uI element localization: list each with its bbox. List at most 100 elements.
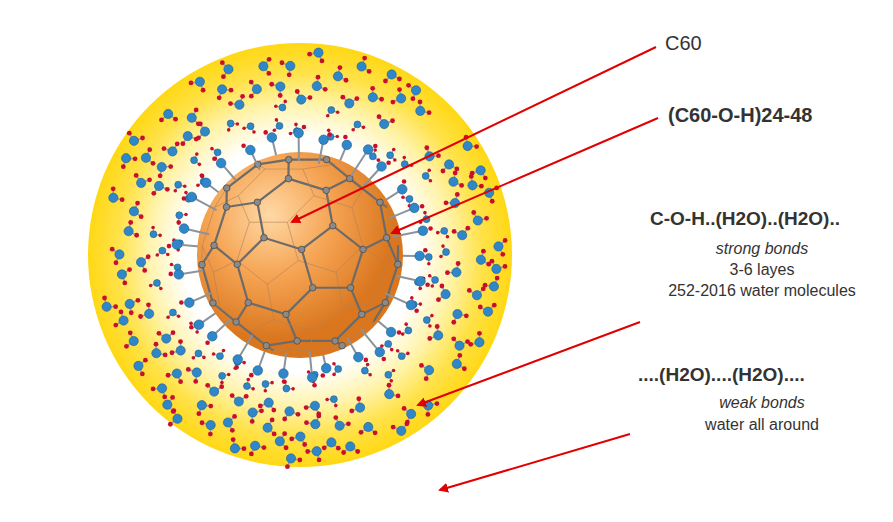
hydrogen-atom <box>382 357 387 362</box>
carbon-atom <box>263 342 270 349</box>
hydrogen-atom <box>316 414 321 419</box>
oxygen-atom <box>296 432 305 441</box>
hydrogen-atom <box>170 395 175 400</box>
oxygen-atom <box>109 193 118 202</box>
cage-bond <box>286 288 313 315</box>
hydrogen-atom <box>404 322 408 326</box>
hydrogen-atom <box>287 72 292 77</box>
hydrogen-atom <box>196 121 201 126</box>
hydrogen-atom <box>157 331 162 336</box>
oxygen-atom <box>398 353 405 360</box>
hydrogen-atom <box>317 457 322 462</box>
oxygen-atom <box>164 109 173 118</box>
hydrogen-atom <box>166 253 170 257</box>
hydrogen-atom <box>471 210 476 215</box>
hydrogen-atom <box>282 431 287 436</box>
oxygen-atom <box>252 85 261 94</box>
oxygen-atom <box>230 444 239 453</box>
oxygen-atom <box>129 336 138 345</box>
oxygen-atom <box>449 177 458 186</box>
carbon-atom <box>285 175 292 182</box>
hydrogen-atom <box>503 264 508 269</box>
carbon-atom <box>377 199 384 206</box>
hydrogen-atom <box>212 352 216 356</box>
hydrogen-atom <box>402 179 407 184</box>
hydrogen-atom <box>219 384 224 389</box>
hydrogen-atom <box>402 406 407 411</box>
hydrogen-atom <box>490 259 495 264</box>
cage-bond <box>226 202 257 207</box>
cage-bond <box>214 245 237 264</box>
hydrogen-atom <box>252 130 256 134</box>
oxygen-atom <box>387 152 394 159</box>
cage-bond <box>202 207 214 245</box>
hydrogen-atom <box>149 284 153 288</box>
oxygen-atom <box>141 153 150 162</box>
carbon-atom <box>199 261 206 268</box>
hydrogen-atom <box>429 179 433 183</box>
hydrogen-atom <box>147 147 152 152</box>
hydrogen-atom <box>201 88 206 93</box>
oxygen-atom <box>415 251 425 261</box>
hydrogen-atom <box>173 189 177 193</box>
hydrogen-atom <box>354 96 359 101</box>
hydrogen-atom <box>336 446 341 451</box>
hydrogen-atom <box>236 122 240 126</box>
hydrogen-atom <box>478 305 483 310</box>
hydrogen-atom <box>163 352 168 357</box>
hydrogen-atom <box>264 389 268 393</box>
oxygen-atom <box>154 181 163 190</box>
oxygen-atom <box>354 121 361 128</box>
oxygen-atom <box>386 327 396 337</box>
leader-line <box>440 434 630 490</box>
oxygen-atom <box>117 270 126 279</box>
hydrogen-atom <box>274 104 278 108</box>
leader-line <box>418 322 640 405</box>
oxygen-atom <box>422 173 429 180</box>
hydrogen-atom <box>341 450 346 455</box>
hydrogen-atom <box>390 348 394 352</box>
oxygen-atom <box>345 99 354 108</box>
hydrogen-atom <box>436 153 441 158</box>
carbon-atom <box>223 185 230 192</box>
oxygen-atom <box>424 366 433 375</box>
hydrogen-atom <box>220 381 224 385</box>
hydrogen-atom <box>430 284 434 288</box>
oxygen-atom <box>489 282 498 291</box>
hydrogen-atom <box>436 297 441 302</box>
hydrogen-atom <box>198 163 202 167</box>
hydrogen-atom <box>151 191 156 196</box>
cage-bond <box>362 303 386 315</box>
cage-bond <box>237 238 264 265</box>
hydrogen-atom <box>484 216 489 221</box>
carbon-atom <box>211 242 218 249</box>
hydrogen-atom <box>134 233 139 238</box>
cage-bond <box>303 164 334 169</box>
oxygen-atom <box>385 390 394 399</box>
hydrogen-atom <box>135 201 140 206</box>
oxygen-atom <box>247 123 254 130</box>
oxygen-atom <box>357 62 366 71</box>
hydrogen-atom <box>316 75 321 80</box>
hydrogen-atom <box>275 118 279 122</box>
hydrogen-atom <box>168 164 173 169</box>
oxygen-atom <box>335 366 342 373</box>
oxygen-atom <box>444 160 453 169</box>
hydrogen-atom <box>285 464 290 469</box>
hydrogen-atom <box>343 135 348 140</box>
cage-bond <box>364 188 387 207</box>
hydrogen-atom <box>200 174 205 179</box>
cage-bond <box>311 331 312 350</box>
hydrogen-atom <box>200 420 205 425</box>
oxygen-atom <box>206 421 215 430</box>
hydrogen-atom <box>391 425 396 430</box>
hydrogen-atom <box>419 302 423 306</box>
oxygen-atom <box>406 195 413 202</box>
carbon-atom <box>309 284 316 291</box>
oxygen-atom <box>172 240 182 250</box>
oxygen-atom <box>173 414 182 423</box>
carbon-atom <box>294 338 301 345</box>
cage-bond <box>302 249 313 287</box>
hydrogen-atom <box>332 373 336 377</box>
cage-bond <box>302 226 333 250</box>
